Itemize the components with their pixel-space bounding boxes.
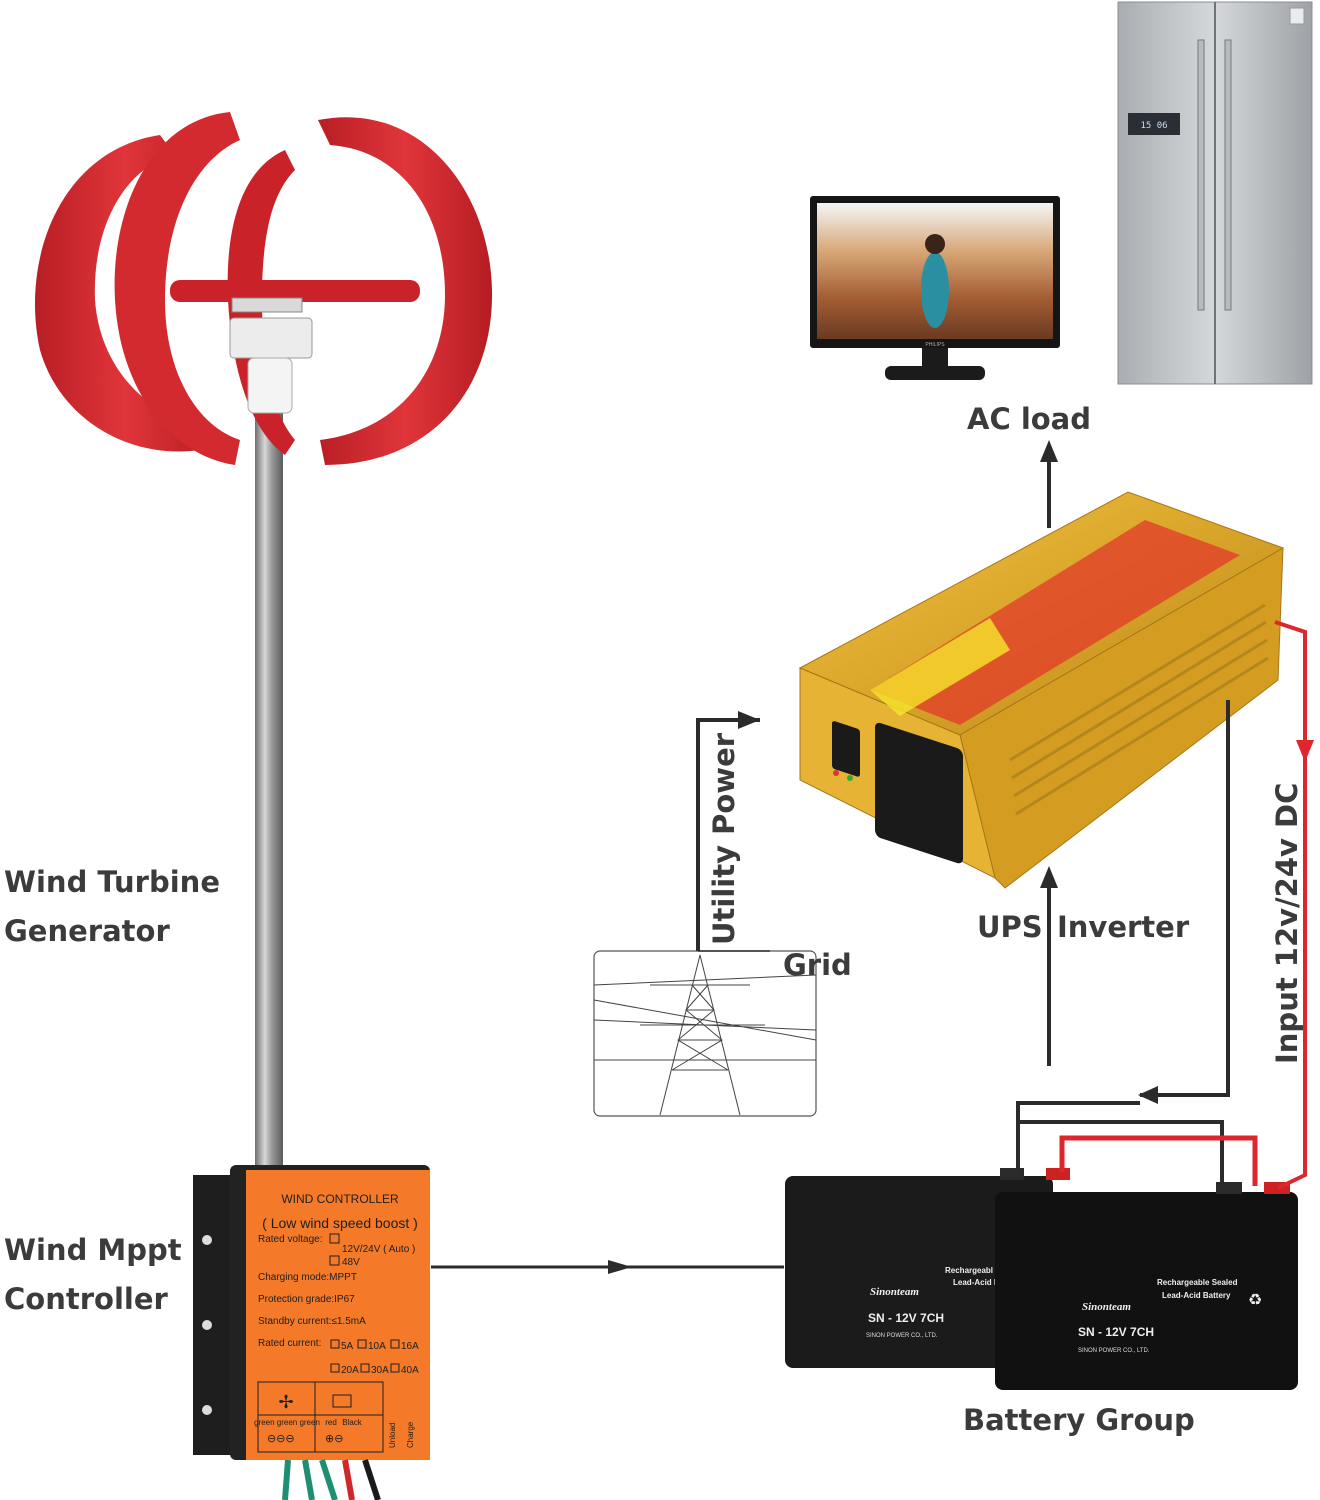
current-option: 40A xyxy=(401,1365,419,1376)
wind-turbine-label-line1: Wind Turbine xyxy=(4,865,220,899)
wind-turbine-image xyxy=(35,112,493,1180)
terminal-unload-label: Unload xyxy=(388,1423,397,1448)
battery-back-type-2: Lead-Acid B xyxy=(953,1278,1000,1287)
inverter-image xyxy=(798,491,1285,889)
current-option: 30A xyxy=(371,1365,389,1376)
fridge-display xyxy=(1128,113,1180,135)
battery-group-label: Battery Group xyxy=(963,1403,1195,1437)
controller-rated-voltage: Rated voltage: xyxy=(258,1234,323,1245)
battery-symbol-icon xyxy=(332,1394,352,1408)
wind-controller-device: WIND CONTROLLER ( Low wind speed boost )… xyxy=(193,1165,430,1500)
controller-label-line2: Controller xyxy=(4,1282,168,1316)
turbine-arm xyxy=(170,280,420,302)
utility-power-label: Utility Power xyxy=(707,732,741,945)
monitor-stand xyxy=(922,348,948,368)
inverter-socket xyxy=(875,722,963,864)
controller-protection: Protection grade:IP67 xyxy=(258,1294,355,1305)
controller-subtitle: ( Low wind speed boost ) xyxy=(262,1215,418,1231)
battery-back-maker: SINON POWER CO., LTD. xyxy=(866,1333,938,1339)
ac-load-label: AC load xyxy=(967,402,1092,436)
turbine-blade-left-inner xyxy=(114,112,240,465)
controller-label: Wind Mppt Controller xyxy=(4,1226,182,1324)
controller-terminal-panel xyxy=(257,1381,384,1453)
turbine-pole xyxy=(255,400,283,1180)
controller-title: WIND CONTROLLER xyxy=(281,1192,399,1206)
battery-front: Sinonteam SN - 12V 7CH SINON POWER CO., … xyxy=(995,1182,1298,1390)
svg-text:⊕⊖: ⊕⊖ xyxy=(325,1432,343,1445)
turbine-hub-top xyxy=(231,297,303,313)
monitor-base xyxy=(885,366,985,380)
svg-text:⊖⊖⊖: ⊖⊖⊖ xyxy=(267,1432,295,1445)
input-dc-red-wire xyxy=(1274,620,1307,1190)
controller-wire-green xyxy=(319,1459,338,1500)
controller-rated-current: Rated current: xyxy=(258,1338,321,1349)
current-option: 16A xyxy=(401,1341,419,1352)
turbine-generator xyxy=(247,357,293,414)
terminal-black-label: Black xyxy=(342,1418,363,1427)
battery-back-type-1: Rechargeabl xyxy=(945,1266,993,1275)
battery-front-type-2: Lead-Acid Battery xyxy=(1162,1291,1231,1300)
wind-turbine-label-line2: Generator xyxy=(4,914,170,948)
recycle-icon: ♻ xyxy=(1248,1290,1262,1309)
fridge-handle-right xyxy=(1224,39,1232,311)
terminal-charge-label: Charge xyxy=(406,1421,415,1448)
inverter-switch xyxy=(832,721,860,777)
current-option: 10A xyxy=(368,1341,386,1352)
controller-current-options-row2: 20A 30A 40A xyxy=(330,1363,419,1376)
controller-standby: Standby current:≤1.5mA xyxy=(258,1316,366,1327)
battery-front-brand: Sinonteam xyxy=(1082,1301,1131,1313)
battery-back-model: SN - 12V 7CH xyxy=(868,1311,944,1325)
fridge-display-text: 15 06 xyxy=(1140,121,1167,131)
battery-back-brand: Sinonteam xyxy=(870,1286,919,1298)
controller-wire-red xyxy=(342,1459,355,1500)
monitor-brand: PHILIPS xyxy=(925,342,945,348)
controller-label-line1: Wind Mppt xyxy=(4,1233,182,1267)
ups-label: UPS xyxy=(977,910,1043,944)
current-option: 20A xyxy=(341,1365,359,1376)
battery-front-model: SN - 12V 7CH xyxy=(1078,1325,1154,1339)
battery-front-maker: SINON POWER CO., LTD. xyxy=(1078,1348,1150,1354)
turbine-hub xyxy=(229,317,313,359)
refrigerator-image: 15 06 xyxy=(1117,1,1313,385)
monitor-image: PHILIPS xyxy=(810,196,1060,380)
turbine-blade-right xyxy=(318,117,493,466)
grid-tower-image xyxy=(593,950,817,1117)
fridge-handle-left xyxy=(1197,39,1205,311)
terminal-red-label: red xyxy=(325,1418,337,1427)
controller-wire-green xyxy=(282,1459,291,1500)
battery-back: SN - 12V 7CH SINON POWER CO., LTD. Sinon… xyxy=(785,1168,1070,1368)
battery-interconnect-dark xyxy=(1016,1101,1140,1178)
terminal-green-label: green green green xyxy=(254,1418,320,1427)
connections xyxy=(431,440,1314,1274)
battery-front-type-1: Rechargeable Sealed xyxy=(1157,1278,1238,1287)
input-dc-label: Input 12v/24v DC xyxy=(1270,782,1304,1064)
battery-interconnect-dark-2 xyxy=(1018,1120,1224,1184)
controller-wire-green xyxy=(302,1459,315,1500)
controller-wire-black xyxy=(362,1459,381,1500)
controller-opt-12-24: 12V/24V ( Auto ) xyxy=(342,1244,415,1255)
grid-label: Grid xyxy=(783,948,852,982)
turbine-blade-left-outer xyxy=(35,135,215,452)
current-option: 5A xyxy=(341,1341,354,1352)
controller-charging-mode: Charging mode:MPPT xyxy=(258,1272,357,1283)
controller-label-panel xyxy=(246,1170,430,1460)
wind-turbine-label: Wind Turbine Generator xyxy=(4,858,220,956)
controller-current-options-row1: 5A 10A 16A xyxy=(330,1339,419,1352)
battery-interconnect-red xyxy=(1059,1135,1258,1186)
turbine-symbol-icon: ✢ xyxy=(278,1392,293,1413)
controller-opt-48: 48V xyxy=(342,1257,360,1268)
inverter-to-battery-return xyxy=(1140,700,1230,1097)
inverter-label: Inverter xyxy=(1057,910,1190,944)
